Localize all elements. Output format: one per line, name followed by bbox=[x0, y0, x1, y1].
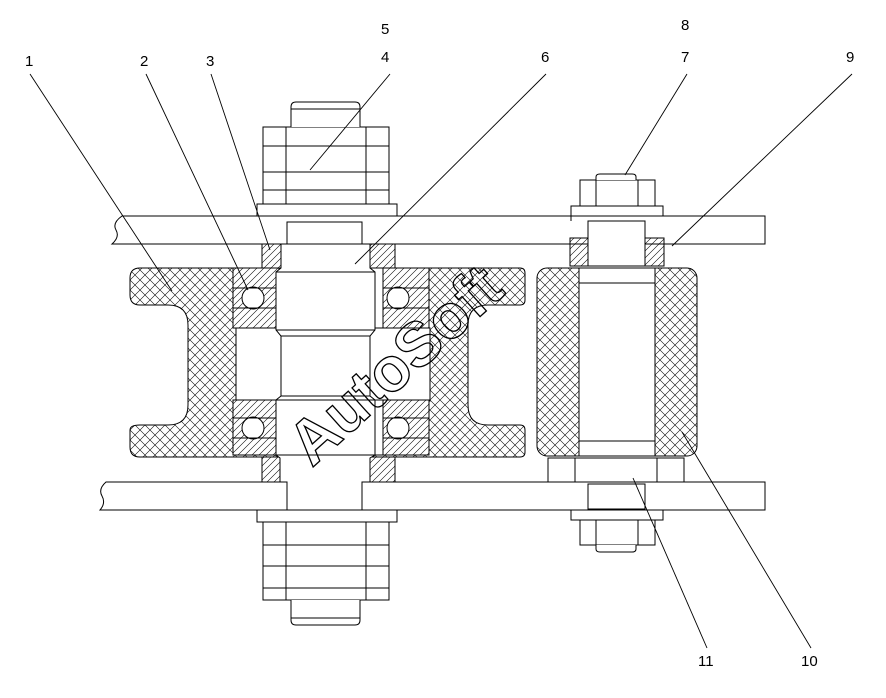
callout-2: 2 bbox=[140, 53, 148, 70]
top-bolt-end bbox=[290, 101, 361, 127]
guide-bottom-nut bbox=[579, 519, 656, 553]
top-washer bbox=[256, 203, 398, 217]
lower-frame-plate bbox=[98, 481, 766, 511]
callout-11: 11 bbox=[698, 653, 714, 670]
callout-8: 8 bbox=[681, 17, 689, 34]
guide-roller-body bbox=[536, 267, 698, 457]
bottom-washer bbox=[256, 509, 398, 523]
callout-5: 5 bbox=[381, 21, 389, 38]
leader-lines bbox=[29, 73, 853, 649]
callout-4: 4 bbox=[381, 49, 389, 66]
guide-bottom-spacer bbox=[547, 457, 685, 483]
guide-roller-axle bbox=[579, 220, 655, 510]
callout-3: 3 bbox=[206, 53, 214, 70]
callout-9: 9 bbox=[846, 49, 854, 66]
bottom-nut bbox=[262, 521, 390, 601]
bottom-bolt-end bbox=[290, 600, 361, 626]
callout-6: 6 bbox=[541, 49, 549, 66]
callout-1: 1 bbox=[25, 53, 33, 70]
callout-labels: 1 2 3 5 4 6 8 7 9 11 10 bbox=[25, 17, 854, 670]
top-nut bbox=[262, 126, 390, 205]
upper-frame-plate bbox=[110, 215, 766, 245]
callout-7: 7 bbox=[681, 49, 689, 66]
callout-10: 10 bbox=[801, 653, 818, 670]
guide-top-nut bbox=[579, 173, 656, 207]
